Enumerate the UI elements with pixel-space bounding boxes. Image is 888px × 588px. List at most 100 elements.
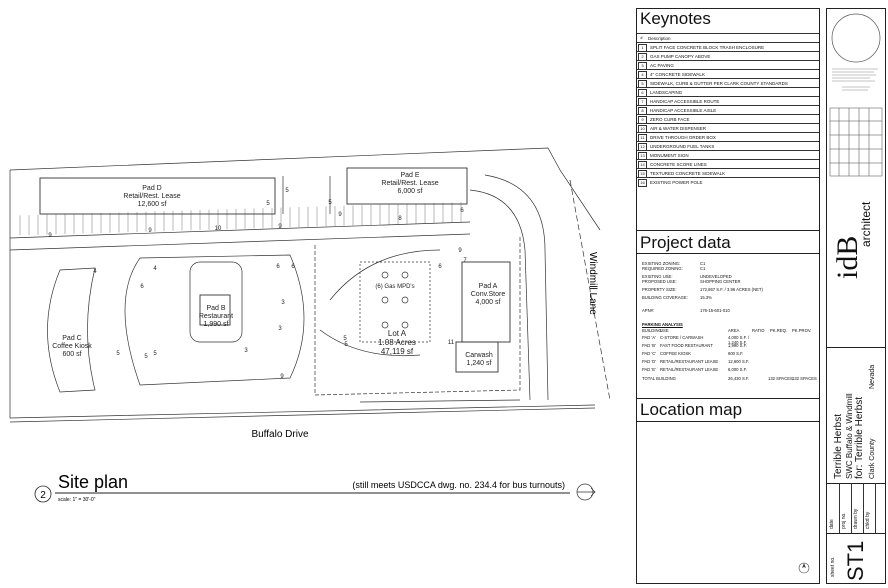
seal-fine-print bbox=[832, 68, 878, 91]
compass-icon bbox=[798, 562, 810, 574]
parking-row-cell: C-STORE / CARWASH bbox=[660, 335, 704, 340]
parking-count-label: 6 bbox=[438, 264, 442, 270]
drawing-title: Site plan bbox=[58, 472, 128, 492]
location-map-title: Location map bbox=[640, 400, 743, 419]
parking-count-label: 6 bbox=[460, 208, 464, 214]
parking-row-cell: PAD 'A' bbox=[642, 335, 656, 340]
pad-c-use: Coffee Kiosk bbox=[52, 343, 92, 350]
parking-row-cell: 12,600 S.F. bbox=[728, 359, 750, 364]
parking-count-label: 9 bbox=[458, 248, 462, 254]
parking-total-cell: TOTAL BUILDING bbox=[642, 376, 676, 381]
keynote-description: TEXTURED CONCRETE SIDEWALK bbox=[650, 171, 726, 176]
pad-d-use: Retail/Rest. Lease bbox=[123, 193, 180, 200]
project-data-value: SHOPPING CENTER bbox=[700, 279, 741, 284]
project-data-label: REQUIRED ZONING: bbox=[642, 266, 683, 271]
project-data-value: 172,867 S.F. / 3.96 ACRES (NET) bbox=[700, 287, 763, 292]
parking-count-label: 5 bbox=[153, 351, 157, 357]
carwash-area: 1,240 sf bbox=[467, 360, 492, 367]
parking-header-cell: RATIO bbox=[752, 328, 765, 333]
parking-count-label: 5 bbox=[144, 354, 148, 360]
parking-analysis-title: PARKING ANALYSIS bbox=[642, 322, 683, 327]
pad-b-use: Restaurant bbox=[199, 313, 233, 320]
keynotes-title: Keynotes bbox=[640, 9, 711, 28]
street-windmill-lane: Windmill Lane bbox=[587, 252, 598, 315]
parking-count-label: 9 bbox=[278, 224, 282, 230]
project-data-label: PROPERTY SIZE: bbox=[642, 287, 677, 292]
parking-count-label: 3 bbox=[244, 348, 248, 354]
project-data-value: C1 bbox=[700, 261, 706, 266]
project-data-value: C1 bbox=[700, 266, 706, 271]
project-name: Terrible Herbst bbox=[833, 413, 844, 479]
keynote-description: SIDEWALK, CURB & GUTTER PER CLARK COUNTY… bbox=[650, 81, 788, 86]
parking-count-label: 9 bbox=[338, 212, 342, 218]
parking-row-cell: 600 S.F. bbox=[728, 351, 744, 356]
keynote-description: DRIVE THROUGH ORDER BOX bbox=[650, 135, 716, 140]
keynote-header-num: # bbox=[640, 35, 643, 40]
parking-count-label: 3 bbox=[278, 326, 282, 332]
architect-seal-icon bbox=[831, 13, 881, 63]
pad-c-area: 600 sf bbox=[62, 351, 81, 358]
parking-count-label: 7 bbox=[463, 258, 467, 264]
pad-a-area: 4,000 sf bbox=[476, 299, 501, 306]
keynote-description: AIR & WATER DISPENSER bbox=[650, 126, 707, 131]
parking-header-cell: BUILDING bbox=[642, 328, 662, 333]
lot-a-acres: 1.08 Acres bbox=[378, 338, 416, 347]
project-data-label: EXISTING ZONING: bbox=[642, 261, 681, 266]
parking-total-cell: 26,430 S.F. bbox=[728, 376, 750, 381]
parking-row-cell: PAD 'B' bbox=[642, 343, 656, 348]
drawing-note: (still meets USDCCA dwg. no. 234.4 for b… bbox=[352, 480, 565, 490]
parking-row-cell: COFFEE KIOSK bbox=[660, 351, 691, 356]
keynote-description: GAS PUMP CANOPY ABOVE bbox=[650, 54, 711, 59]
keynote-header-desc: Description bbox=[648, 36, 671, 41]
parking-header-cell: USE bbox=[660, 328, 669, 333]
pad-b-area: 1,990 sf bbox=[204, 321, 229, 328]
parking-row-cell: FAST FOOD RESTAURANT bbox=[660, 343, 713, 348]
project-data-value: 15.3% bbox=[700, 295, 712, 300]
project-county: Clark County bbox=[869, 438, 876, 479]
keynote-description: HANDICAP ACCESSIBLE ROUTE bbox=[650, 99, 720, 104]
parking-count-label: 4 bbox=[93, 269, 97, 275]
parking-count-label: 11 bbox=[448, 340, 455, 346]
keynote-description: MONUMENT SIGN bbox=[650, 153, 689, 158]
parking-count-label: 5 bbox=[266, 201, 270, 207]
lot-a-name: Lot A bbox=[388, 329, 407, 338]
parking-count-label: 9 bbox=[148, 228, 152, 234]
pad-a-name: Pad A bbox=[479, 283, 498, 290]
parking-header-cell: PK.REQ. bbox=[770, 328, 787, 333]
parking-count-label: 6 bbox=[291, 264, 295, 270]
project-data-label: APN#: bbox=[642, 308, 655, 313]
parking-row-cell: PAD 'D' bbox=[642, 359, 657, 364]
pad-a-use: Conv.Store bbox=[471, 291, 506, 298]
meta-drawn-label: drawn by bbox=[853, 508, 859, 529]
parking-count-label: 9 bbox=[48, 233, 52, 239]
parking-count-label: 9 bbox=[280, 374, 284, 380]
parking-row-cell: RETAIL/RESTAURANT LEASE bbox=[660, 367, 719, 372]
carwash-name: Carwash bbox=[465, 352, 493, 359]
pad-e-use: Retail/Rest. Lease bbox=[381, 180, 438, 187]
pad-b-name: Pad B bbox=[206, 305, 225, 312]
parking-total-cell: 132 SPACES bbox=[792, 376, 817, 381]
parking-row-cell: RETAIL/RESTAURANT LEASE bbox=[660, 359, 719, 364]
parking-count-label: 5 bbox=[116, 351, 120, 357]
keynote-description: ZERO CURB FACE bbox=[650, 117, 690, 122]
parking-row-cell: 4,000 S.F. / 1,240 S.F. bbox=[728, 335, 750, 345]
meta-date-label: date bbox=[829, 519, 835, 529]
parking-count-label: 4 bbox=[153, 266, 157, 272]
firm-subtitle: architect bbox=[859, 201, 873, 247]
parking-header-cell: PK.PROV. bbox=[792, 328, 812, 333]
project-data-label: EXISTING USE: bbox=[642, 274, 673, 279]
parking-row-cell: 1,990 S.F. bbox=[728, 343, 747, 348]
keynote-description: CONCRETE SCORE LINES bbox=[650, 162, 707, 167]
keynotes-header: # Description bbox=[637, 33, 819, 43]
project-data-label: BUILDING COVERAGE: bbox=[642, 295, 688, 300]
keynote-description: HANDICAP ACCESSIBLE AISLE bbox=[650, 108, 717, 113]
parking-count-label: 6 bbox=[140, 284, 144, 290]
keynote-description: UNDERGROUND FUEL TANKS bbox=[650, 144, 715, 149]
project-data-label: PROPOSED USE: bbox=[642, 279, 677, 284]
sheet-no-label: sheet no. bbox=[830, 556, 836, 577]
parking-total-cell: 132 SPACES bbox=[768, 376, 793, 381]
project-client: for: Terrible Herbst bbox=[854, 396, 865, 479]
parking-count-label: 5 bbox=[343, 336, 347, 342]
